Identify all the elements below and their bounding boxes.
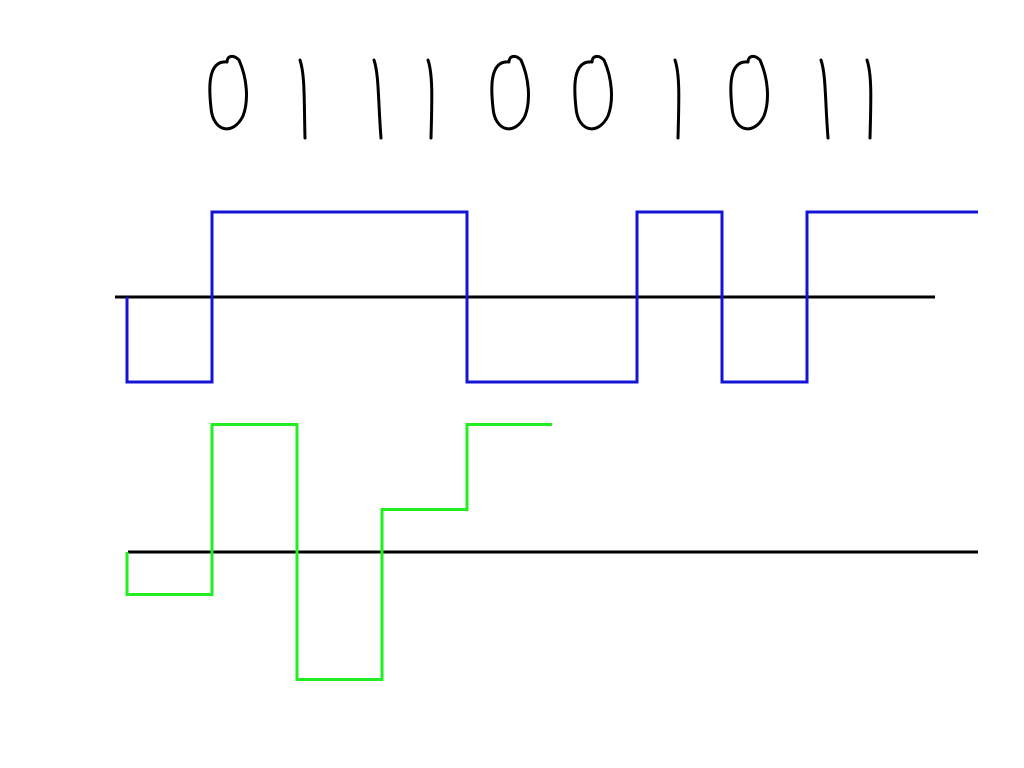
upper-waveform (125, 210, 978, 384)
bit-one-glyph (673, 58, 681, 140)
bit-zero-glyph (573, 54, 613, 131)
lower-waveform (125, 423, 552, 681)
bit-zero-glyph (490, 54, 530, 131)
bit-one-glyph (819, 58, 830, 140)
bit-zero-glyph (208, 54, 248, 131)
bit-one-glyph (865, 58, 873, 140)
bit-one-glyph (426, 58, 434, 140)
lower-waveform-group (125, 423, 978, 681)
handwritten-bit-sequence: 0111001011 (208, 54, 873, 140)
bit-one-glyph (372, 58, 383, 140)
bit-one-glyph (298, 58, 307, 140)
upper-waveform-group (115, 210, 978, 384)
bit-zero-glyph (729, 54, 769, 131)
